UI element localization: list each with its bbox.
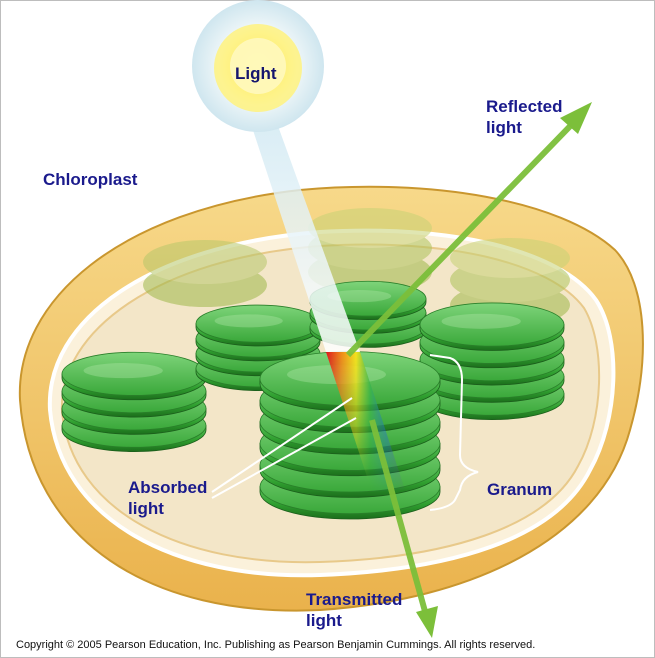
granum-label: Granum bbox=[487, 480, 553, 499]
reflected-light-label: Reflected light bbox=[486, 96, 563, 138]
granum-back-left bbox=[143, 240, 267, 307]
copyright-notice: Copyright © 2005 Pearson Education, Inc.… bbox=[16, 639, 536, 651]
light-beam bbox=[248, 115, 360, 352]
light-label: Light bbox=[235, 64, 277, 83]
reflected-light-label-line2: light bbox=[486, 118, 522, 137]
transmitted-light-label: Transmitted light bbox=[306, 589, 402, 631]
reflected-light-label-line1: Reflected bbox=[486, 97, 563, 116]
transmitted-light-label-line1: Transmitted bbox=[306, 590, 403, 609]
absorbed-light-label-line2: light bbox=[128, 499, 164, 518]
transmitted-light-arrow bbox=[369, 419, 438, 638]
transmitted-light-label-line2: light bbox=[306, 611, 342, 630]
granum-bracket bbox=[429, 354, 479, 511]
reflected-light-arrow bbox=[345, 102, 592, 358]
chloroplast-label: Chloroplast bbox=[43, 170, 138, 189]
granum-left bbox=[61, 351, 207, 452]
faded-grana bbox=[143, 208, 570, 327]
granum-right bbox=[419, 302, 565, 420]
granum-back-top bbox=[308, 208, 432, 294]
sun-light-source bbox=[192, 0, 324, 132]
absorbed-light-pointer bbox=[211, 397, 357, 499]
absorbed-light-label-line1: Absorbed bbox=[128, 478, 208, 497]
absorbed-light-label: Absorbed light bbox=[128, 477, 207, 519]
